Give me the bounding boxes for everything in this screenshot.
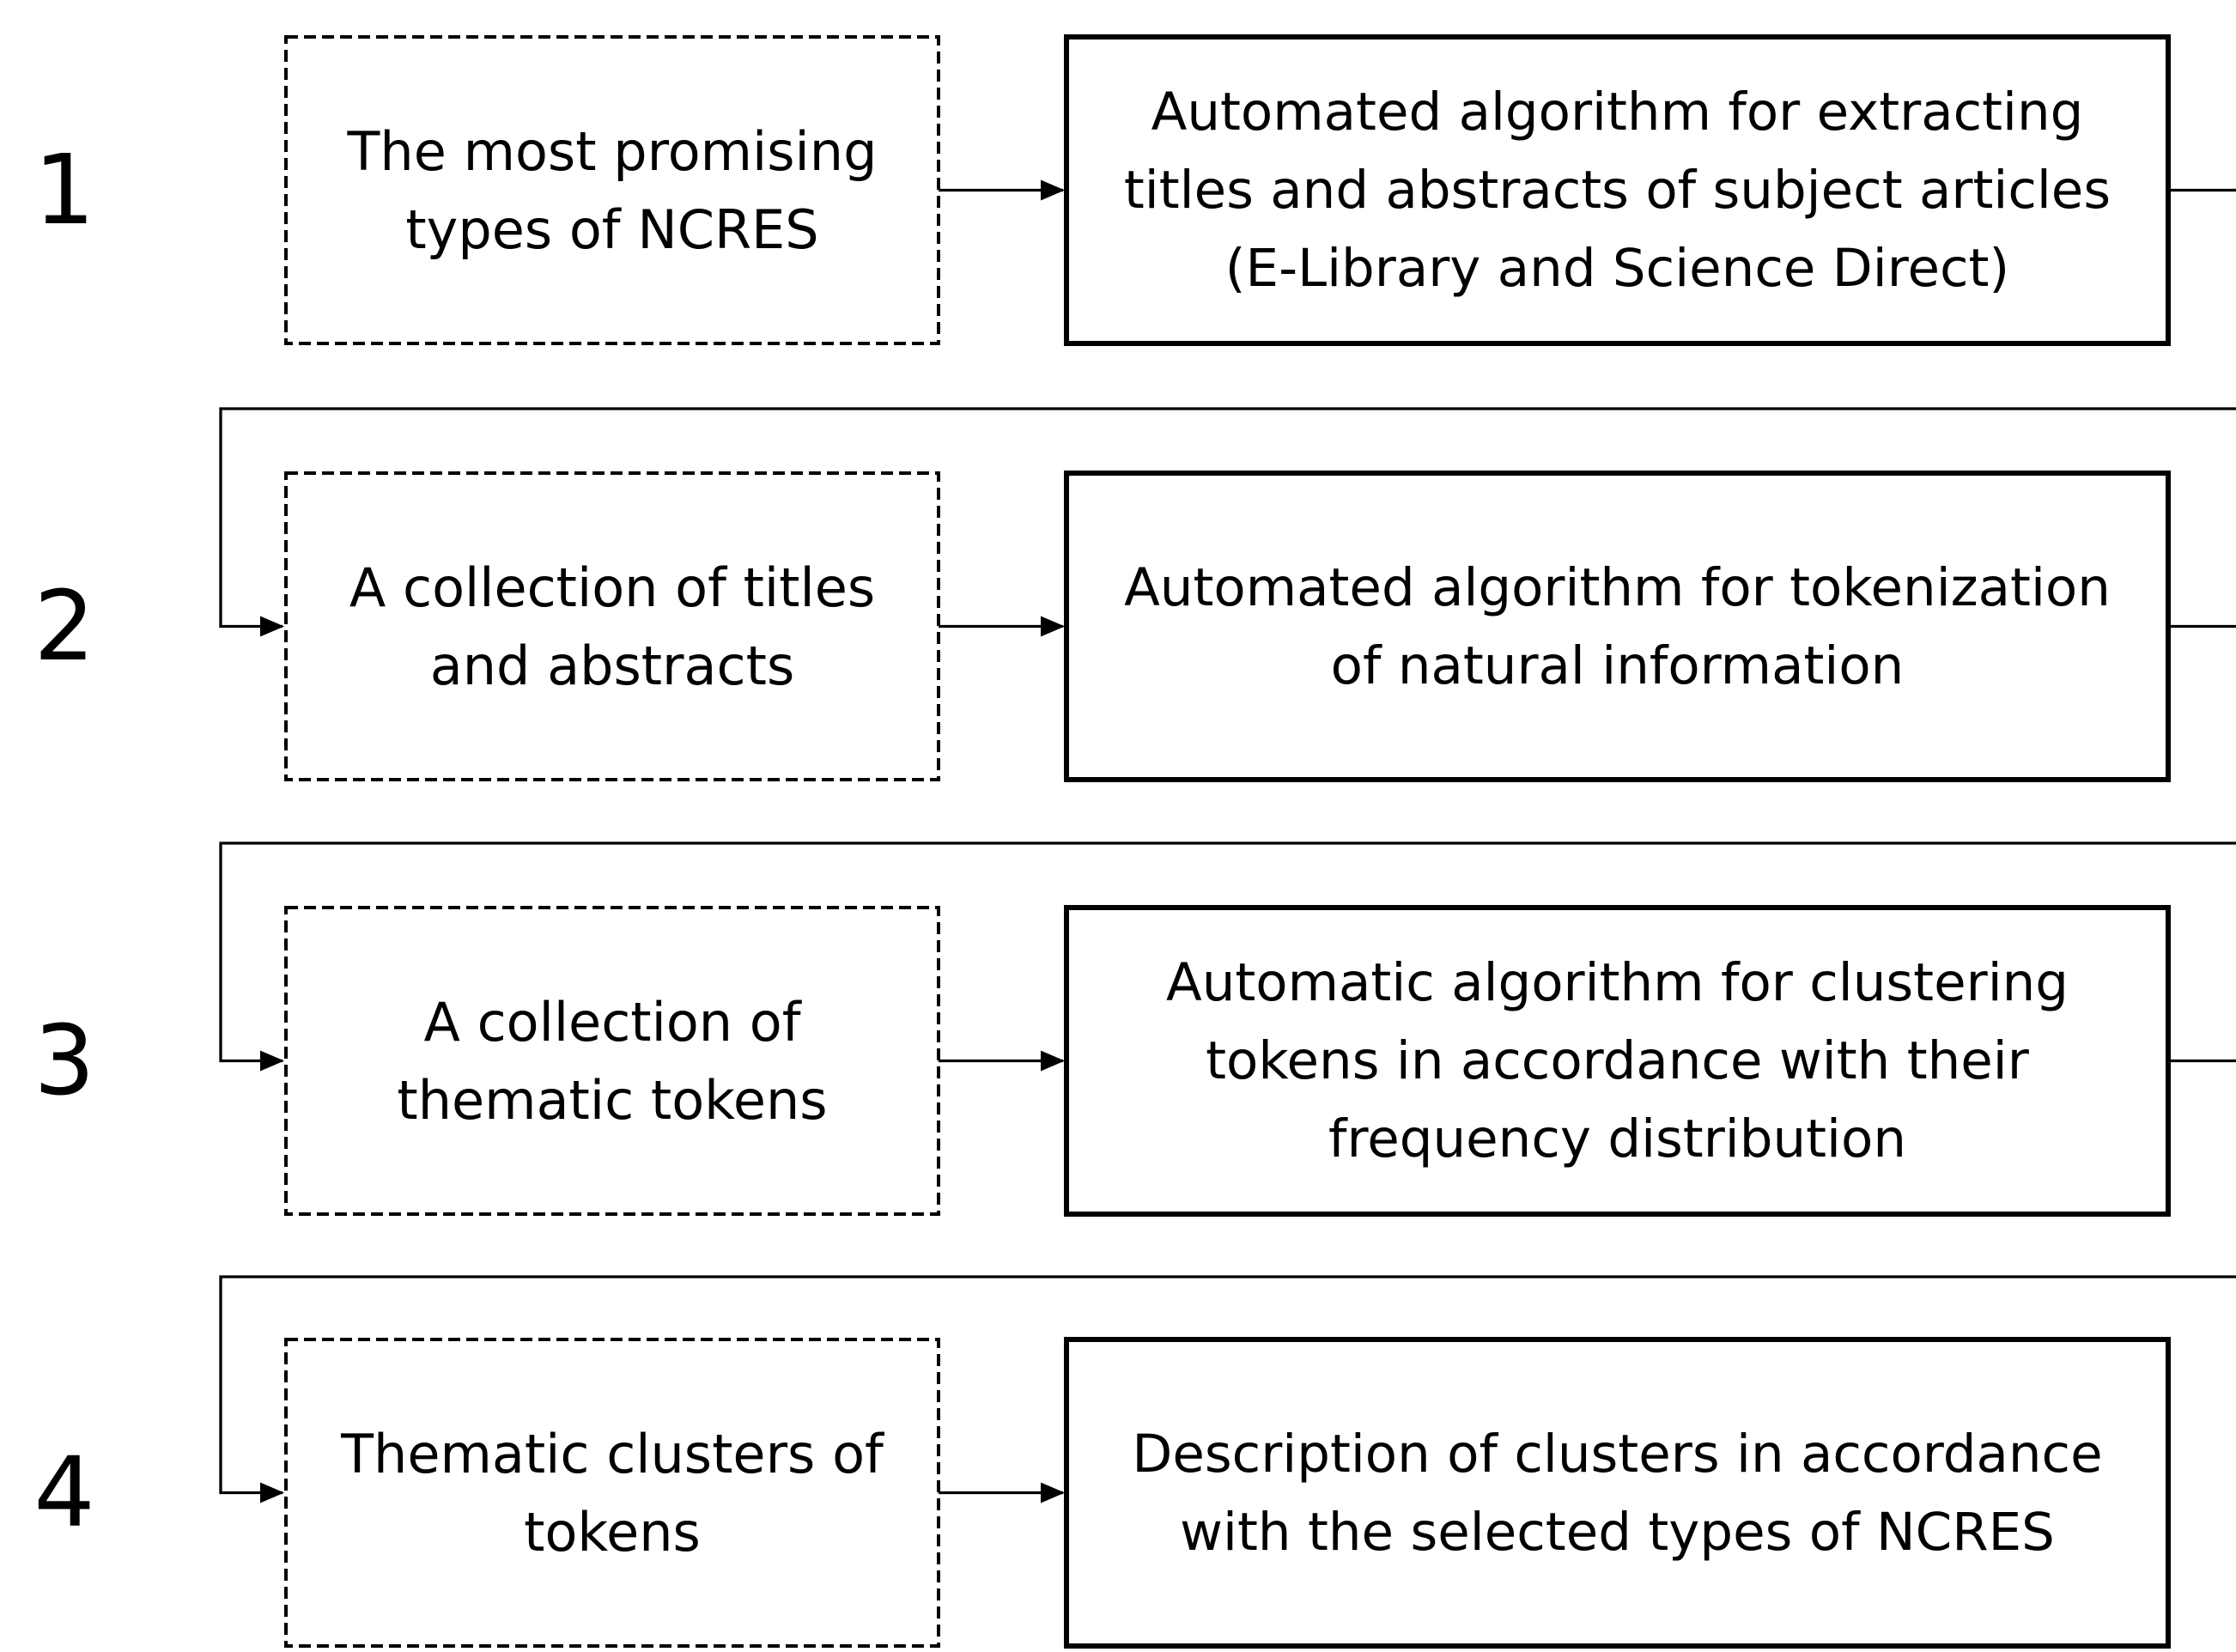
arrowhead-input-to-process-2: [1041, 616, 1065, 637]
connector-lines: [219, 188, 2236, 1495]
input-box-2-line-1: A collection of titles: [349, 556, 876, 619]
step-number-2: 2: [33, 571, 95, 683]
process-box-3: [1064, 905, 2171, 1217]
input-box-4: [284, 1338, 940, 1648]
process-box-4-line-2: with the selected types of NCRES: [1180, 1501, 2055, 1563]
process-box-2-line-1: Automated algorithm for tokenization: [1124, 556, 2111, 618]
process-box-3-line-3: frequency distribution: [1328, 1108, 1906, 1169]
process-box-3-line-1: Automatic algorithm for clustering: [1165, 952, 2069, 1013]
step-number-1: 1: [33, 135, 95, 246]
step-number-4: 4: [33, 1437, 95, 1549]
input-box-2: [284, 471, 940, 781]
input-box-2-line-2: and abstracts: [429, 634, 795, 697]
loop-connector-4: [219, 1275, 2236, 1495]
process-box-4-text: Description of clusters in accordance wi…: [1066, 1339, 2168, 1646]
flowchart-boxes: [284, 34, 2171, 1649]
process-box-1-text: Automated algorithm for extracting title…: [1066, 37, 2168, 343]
arrowhead-loop-3: [260, 1050, 284, 1072]
loop-connector-3: [219, 841, 2236, 1063]
input-box-4-line-2: tokens: [524, 1500, 701, 1564]
input-box-4-text: Thematic clusters of tokens: [286, 1339, 939, 1646]
input-box-4-line-1: Thematic clusters of: [341, 1422, 884, 1485]
process-box-4-line-1: Description of clusters in accordance: [1132, 1423, 2103, 1485]
input-box-1-line-1: The most promising: [347, 119, 878, 183]
arrowhead-input-to-process-1: [1041, 179, 1065, 201]
input-box-3-text: A collection of thematic tokens: [286, 908, 939, 1214]
input-box-3: [284, 906, 940, 1216]
arrowhead-loop-4: [260, 1482, 284, 1503]
process-box-1-line-1: Automated algorithm for extracting: [1151, 82, 2084, 143]
process-box-2-text: Automated algorithm for tokenization of …: [1066, 473, 2168, 780]
arrowheads: [260, 179, 1065, 1503]
process-box-3-line-2: tokens in accordance with their: [1206, 1030, 2029, 1091]
arrowhead-loop-2: [260, 616, 284, 637]
input-box-1-line-2: types of NCRES: [405, 197, 819, 261]
arrowhead-input-to-process-3: [1041, 1050, 1065, 1072]
process-box-1-line-2: titles and abstracts of subject articles: [1123, 160, 2111, 221]
arrowhead-input-to-process-4: [1041, 1482, 1065, 1503]
loop-connector-2: [219, 407, 2236, 629]
process-box-1-line-3: (E-Library and Science Direct): [1224, 238, 2010, 299]
input-box-1-text: The most promising types of NCRES: [286, 37, 939, 343]
process-box-1: [1064, 34, 2171, 346]
step-number-3: 3: [33, 1005, 95, 1117]
input-box-1: [284, 35, 940, 345]
process-box-3-text: Automatic algorithm for clustering token…: [1066, 908, 2168, 1214]
process-box-4: [1064, 1337, 2171, 1649]
process-box-2-line-2: of natural information: [1330, 635, 1905, 696]
input-box-3-line-2: thematic tokens: [397, 1068, 828, 1132]
input-box-2-text: A collection of titles and abstracts: [286, 473, 939, 780]
process-box-2: [1064, 471, 2171, 782]
input-box-3-line-1: A collection of: [423, 990, 801, 1054]
